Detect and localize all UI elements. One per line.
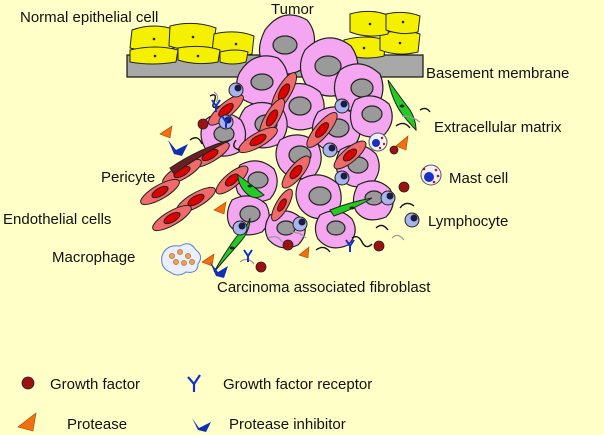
mast-cell	[420, 164, 442, 186]
label-normal-epithelial-cell: Normal epithelial cell	[20, 9, 158, 26]
endothelial-cell	[152, 204, 192, 232]
epithelial-nuclei	[152, 20, 405, 58]
proteases	[159, 125, 409, 267]
mast-cell-small	[368, 132, 388, 152]
lymphocyte	[334, 98, 350, 114]
lymphocyte	[380, 190, 396, 206]
tumor-cell	[295, 174, 342, 220]
legend: Growth factor Growth factor receptor Pro…	[17, 374, 372, 433]
macrophage	[161, 243, 202, 276]
legend-receptor-swatch	[187, 374, 201, 392]
legend-growth-factor-receptor: Growth factor receptor	[187, 374, 372, 393]
endothelial-cell	[271, 188, 293, 222]
label-pericyte: Pericyte	[101, 169, 155, 186]
endothelial-cell	[140, 178, 180, 206]
label-carcinoma-associated-fibroblast: Carcinoma associated fibroblast	[217, 279, 431, 296]
label-mast-cell: Mast cell	[449, 170, 508, 187]
tumor-cell	[349, 95, 393, 138]
protease-inhibitors	[168, 140, 228, 278]
endothelial-cell	[258, 98, 286, 138]
label-endothelial-cells: Endothelial cells	[3, 211, 111, 228]
legend-protease-inhibitor: Protease inhibitor	[192, 416, 346, 433]
lymphocyte	[232, 220, 248, 236]
legend-growth-factor-receptor-label: Growth factor receptor	[223, 376, 372, 393]
lymphocyte	[334, 170, 350, 186]
endothelial-cell	[238, 126, 278, 154]
label-macrophage: Macrophage	[52, 249, 135, 266]
legend-growth-factor-label: Growth factor	[50, 376, 140, 393]
legend-inhibitor-swatch	[192, 418, 211, 432]
label-basement-membrane: Basement membrane	[426, 65, 569, 82]
label-lymphocyte: Lymphocyte	[428, 213, 508, 230]
endothelial-cell	[306, 112, 338, 148]
lymphocyte	[322, 142, 338, 158]
lymphocyte	[292, 216, 308, 232]
epithelial-cell	[219, 49, 249, 65]
legend-protease-inhibitor-label: Protease inhibitor	[229, 416, 346, 433]
epithelial-cell	[177, 45, 221, 65]
endothelial-cell	[333, 140, 367, 170]
fibroblast-nuclei	[229, 104, 405, 250]
tumor-cell	[314, 210, 356, 249]
endothelial-cell	[215, 165, 249, 195]
growth-factors	[197, 118, 410, 273]
lymphocyte	[228, 82, 244, 98]
pericyte	[169, 139, 231, 175]
growth-factor-receptors	[211, 99, 355, 262]
legend-protease: Protease	[17, 412, 127, 433]
tumor-cells	[200, 14, 394, 249]
endothelial-cell	[281, 155, 311, 189]
legend-growth-factor-swatch	[21, 376, 35, 390]
legend-protease-label: Protease	[67, 416, 127, 433]
lymphocyte	[404, 212, 420, 228]
label-extracellular-matrix: Extracellular matrix	[434, 119, 562, 136]
label-tumor: Tumor	[271, 1, 314, 18]
legend-protease-swatch	[17, 412, 37, 432]
endothelial-cell	[208, 94, 244, 126]
legend-growth-factor: Growth factor	[21, 376, 140, 393]
